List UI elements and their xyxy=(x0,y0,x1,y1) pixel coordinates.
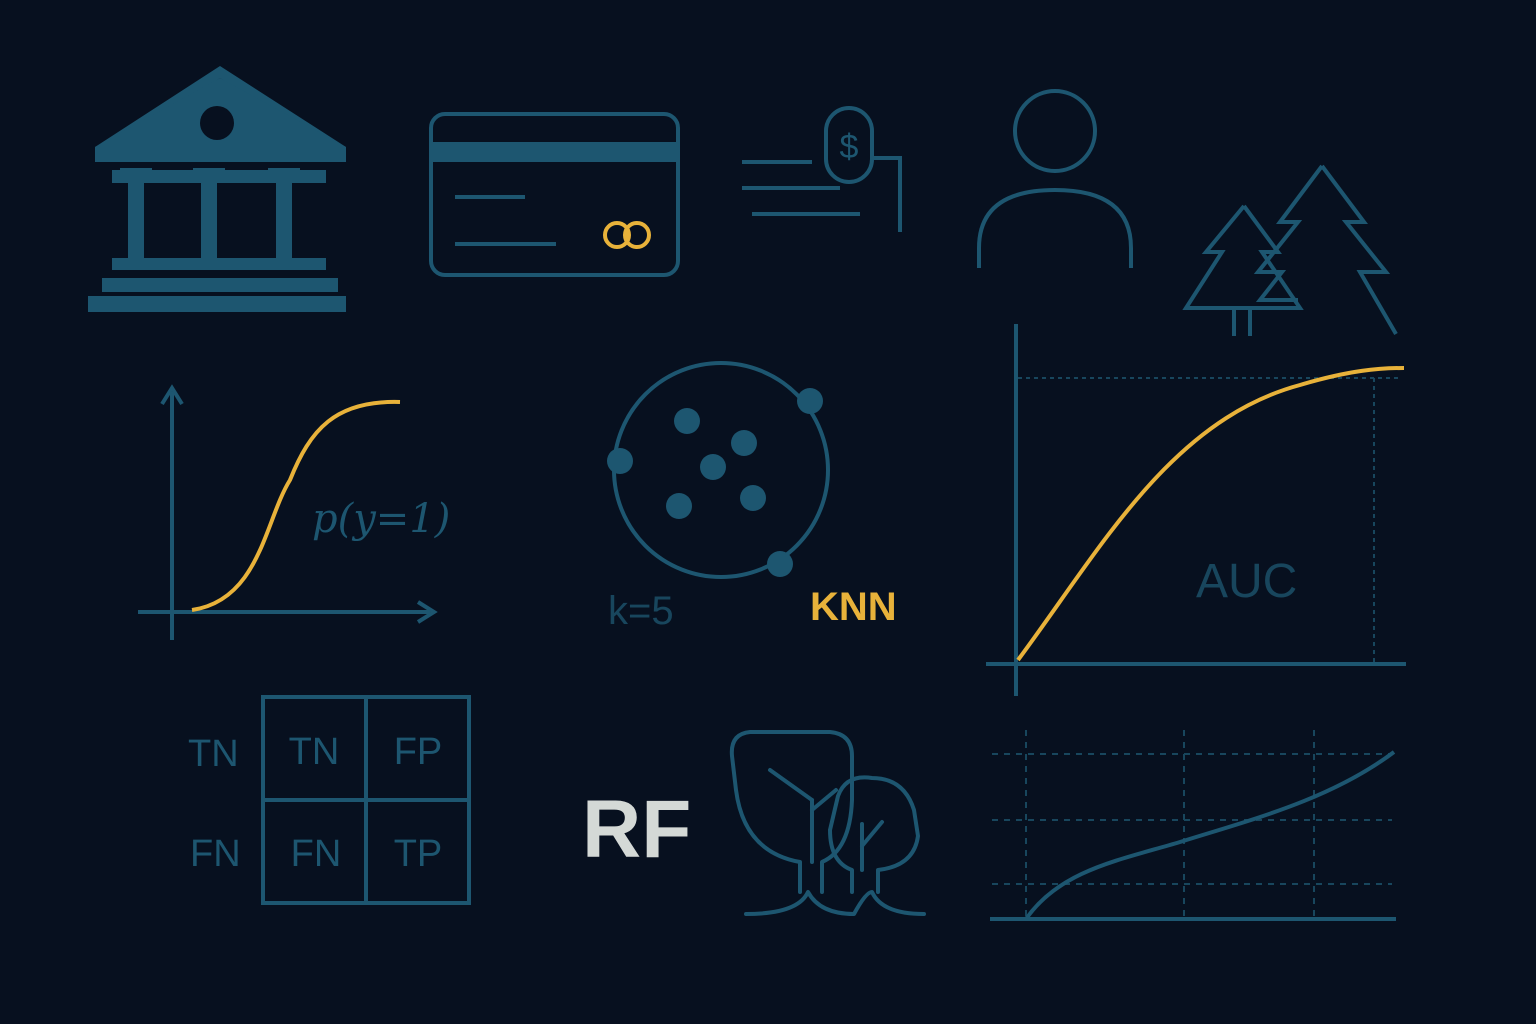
row-label-1: FN xyxy=(190,833,241,875)
cell-1-0: FN xyxy=(291,833,342,875)
random-forest: RF xyxy=(582,730,926,916)
sigmoid-label: p(y=1) xyxy=(312,496,450,542)
credit-card-icon xyxy=(429,112,680,277)
sigmoid-plot: p(y=1) xyxy=(138,384,450,640)
bank-icon xyxy=(88,66,346,312)
knn-points xyxy=(607,388,823,577)
user-icon xyxy=(977,89,1133,268)
confusion-matrix: TN FN TN FP FN TP xyxy=(188,695,471,905)
knn-cluster: k=5 KNN xyxy=(607,361,897,633)
cell-0-0: TN xyxy=(289,731,340,773)
svg-text:$: $ xyxy=(840,128,859,166)
knn-title: KNN xyxy=(810,585,897,629)
rf-label: RF xyxy=(582,784,691,875)
cell-1-1: TP xyxy=(394,833,443,875)
cell-0-1: FP xyxy=(394,731,443,773)
sigmoid-axes xyxy=(138,384,438,640)
deciduous-trees-icon xyxy=(729,730,926,916)
dollar-payment-icon: $ xyxy=(742,106,902,232)
row-label-0: TN xyxy=(188,733,239,775)
roc-curve xyxy=(1016,366,1405,662)
roc-curve-plot: AUC xyxy=(986,324,1406,696)
cumulative-curve xyxy=(1024,750,1396,921)
sigmoid-curve xyxy=(191,399,401,612)
pine-trees-icon xyxy=(1182,164,1398,336)
cumulative-curve-plot xyxy=(990,730,1396,921)
knn-k-label: k=5 xyxy=(608,589,674,633)
auc-label: AUC xyxy=(1196,555,1297,608)
